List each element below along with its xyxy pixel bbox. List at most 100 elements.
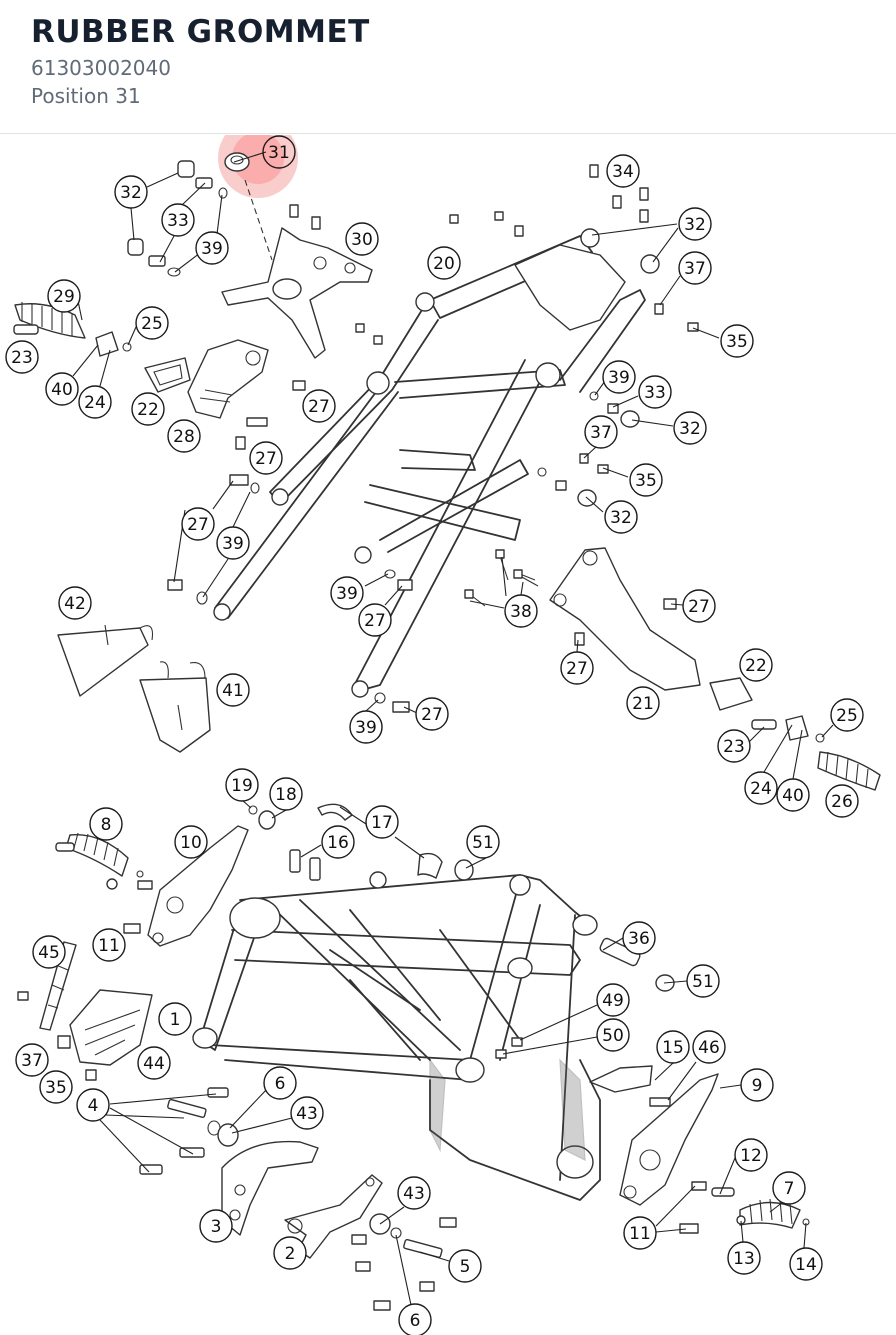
callout-circle xyxy=(167,419,201,453)
callout-32[interactable]: 32 xyxy=(604,500,638,534)
callout-19[interactable]: 19 xyxy=(225,768,259,802)
part-22-right-rubber[interactable] xyxy=(709,677,753,711)
callout-37[interactable]: 37 xyxy=(678,251,712,285)
callout-13[interactable]: 13 xyxy=(727,1241,761,1275)
part-45-gearshift[interactable] xyxy=(39,941,77,1031)
callout-37[interactable]: 37 xyxy=(584,415,618,449)
part-41-guard[interactable] xyxy=(139,661,211,753)
callout-40[interactable]: 40 xyxy=(45,372,79,406)
callout-number: 12 xyxy=(740,1146,762,1166)
callout-35[interactable]: 35 xyxy=(720,324,754,358)
part-20-rear-subframe[interactable] xyxy=(213,228,660,698)
callout-6[interactable]: 6 xyxy=(398,1303,432,1335)
callout-35[interactable]: 35 xyxy=(629,463,663,497)
callout-16[interactable]: 16 xyxy=(321,825,355,859)
callout-11[interactable]: 11 xyxy=(623,1216,657,1250)
callout-49[interactable]: 49 xyxy=(596,983,630,1017)
callout-32[interactable]: 32 xyxy=(678,207,712,241)
callout-9[interactable]: 9 xyxy=(740,1068,774,1102)
part-1-main-frame[interactable] xyxy=(192,874,601,1201)
callout-27[interactable]: 27 xyxy=(181,507,215,541)
part-9-footrest-bracket[interactable] xyxy=(619,1073,719,1206)
callout-39[interactable]: 39 xyxy=(602,360,636,394)
callout-12[interactable]: 12 xyxy=(734,1138,768,1172)
callout-43[interactable]: 43 xyxy=(397,1176,431,1210)
callout-33[interactable]: 33 xyxy=(638,375,672,409)
callout-circle xyxy=(830,698,864,732)
callout-42[interactable]: 42 xyxy=(58,586,92,620)
callout-34[interactable]: 34 xyxy=(606,154,640,188)
callout-15[interactable]: 15 xyxy=(656,1030,690,1064)
part-10-footrest-bracket[interactable] xyxy=(147,825,249,947)
part-22-rubber-block[interactable] xyxy=(144,357,191,393)
part-31-grommet[interactable] xyxy=(224,152,250,172)
callout-31[interactable]: 31 xyxy=(262,135,296,169)
callout-7[interactable]: 7 xyxy=(772,1171,806,1205)
callout-32[interactable]: 32 xyxy=(673,411,707,445)
callout-23[interactable]: 23 xyxy=(717,729,751,763)
callout-33[interactable]: 33 xyxy=(161,203,195,237)
callout-27[interactable]: 27 xyxy=(249,441,283,475)
callout-22[interactable]: 22 xyxy=(739,648,773,682)
callout-24[interactable]: 24 xyxy=(78,385,112,419)
part-8-left-footpeg[interactable] xyxy=(55,832,153,934)
callout-45[interactable]: 45 xyxy=(32,935,66,969)
callout-39[interactable]: 39 xyxy=(330,576,364,610)
part-7-right-footpeg[interactable] xyxy=(711,1187,810,1229)
callout-51[interactable]: 51 xyxy=(466,825,500,859)
callout-25[interactable]: 25 xyxy=(135,306,169,340)
callout-27[interactable]: 27 xyxy=(682,589,716,623)
callout-41[interactable]: 41 xyxy=(216,673,250,707)
callout-6[interactable]: 6 xyxy=(263,1066,297,1100)
callout-23[interactable]: 23 xyxy=(5,340,39,374)
callout-32[interactable]: 32 xyxy=(114,175,148,209)
callout-14[interactable]: 14 xyxy=(789,1247,823,1281)
callout-26[interactable]: 26 xyxy=(825,784,859,818)
callout-circle xyxy=(638,375,672,409)
callout-36[interactable]: 36 xyxy=(622,921,656,955)
callout-11[interactable]: 11 xyxy=(92,928,126,962)
callout-43[interactable]: 43 xyxy=(290,1096,324,1130)
callout-44[interactable]: 44 xyxy=(137,1046,171,1080)
callout-17[interactable]: 17 xyxy=(365,805,399,839)
callout-27[interactable]: 27 xyxy=(560,651,594,685)
callout-39[interactable]: 39 xyxy=(195,231,229,265)
part-3-bracket[interactable] xyxy=(221,1140,319,1236)
callout-21[interactable]: 21 xyxy=(626,686,660,720)
part-4-bolts xyxy=(139,1087,229,1175)
callout-30[interactable]: 30 xyxy=(345,222,379,256)
callout-39[interactable]: 39 xyxy=(349,710,383,744)
callout-3[interactable]: 3 xyxy=(199,1209,233,1243)
part-26-right-footpeg[interactable] xyxy=(751,715,881,791)
callout-51[interactable]: 51 xyxy=(686,964,720,998)
part-21-heel-guard[interactable] xyxy=(549,547,701,691)
part-30-bracket[interactable] xyxy=(221,227,373,359)
part-28-heel-guard[interactable] xyxy=(187,339,269,419)
callout-8[interactable]: 8 xyxy=(89,807,123,841)
part-15-cover[interactable] xyxy=(589,1065,653,1093)
callout-20[interactable]: 20 xyxy=(427,246,461,280)
callout-27[interactable]: 27 xyxy=(302,389,336,423)
callout-22[interactable]: 22 xyxy=(131,392,165,426)
callout-29[interactable]: 29 xyxy=(47,279,81,313)
callout-27[interactable]: 27 xyxy=(358,603,392,637)
callout-1[interactable]: 1 xyxy=(158,1002,192,1036)
callout-25[interactable]: 25 xyxy=(830,698,864,732)
callout-38[interactable]: 38 xyxy=(504,594,538,628)
callout-39[interactable]: 39 xyxy=(216,526,250,560)
callout-4[interactable]: 4 xyxy=(76,1088,110,1122)
callout-24[interactable]: 24 xyxy=(744,771,778,805)
callout-40[interactable]: 40 xyxy=(776,778,810,812)
callout-35[interactable]: 35 xyxy=(39,1070,73,1104)
callout-37[interactable]: 37 xyxy=(15,1043,49,1077)
callout-5[interactable]: 5 xyxy=(448,1249,482,1283)
callout-28[interactable]: 28 xyxy=(167,419,201,453)
callout-50[interactable]: 50 xyxy=(596,1018,630,1052)
callout-18[interactable]: 18 xyxy=(269,777,303,811)
callout-27[interactable]: 27 xyxy=(415,697,449,731)
callout-10[interactable]: 10 xyxy=(174,825,208,859)
part-44-heel-plate[interactable] xyxy=(69,989,153,1066)
callout-46[interactable]: 46 xyxy=(692,1030,726,1064)
part-42-guard[interactable] xyxy=(57,624,154,697)
callout-2[interactable]: 2 xyxy=(273,1236,307,1270)
